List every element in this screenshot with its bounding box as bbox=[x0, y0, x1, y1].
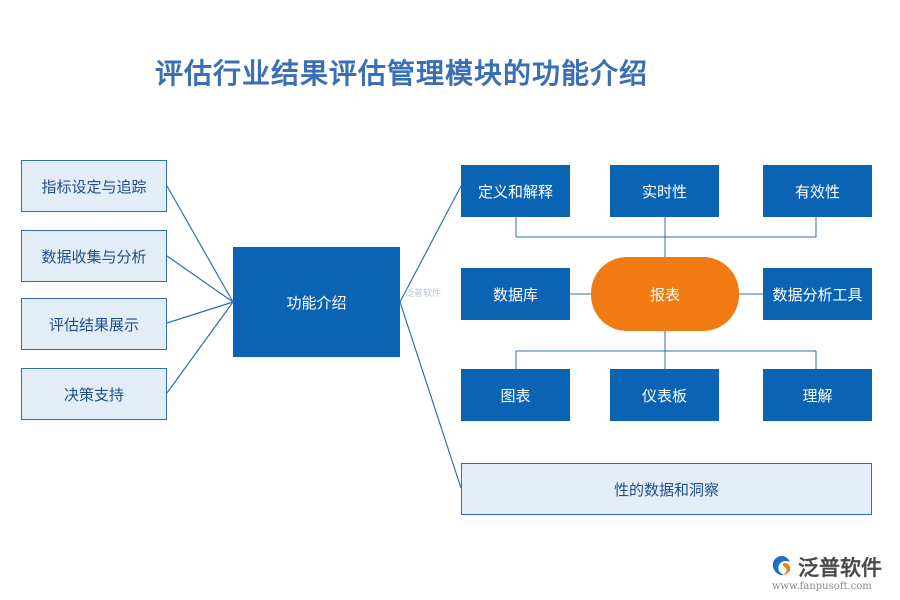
watermark-text: 泛普软件 bbox=[405, 289, 442, 299]
node-definition: 定义和解释 bbox=[461, 165, 570, 217]
node-result-display: 评估结果展示 bbox=[21, 298, 167, 350]
node-report: 报表 bbox=[591, 257, 739, 331]
node-chart: 图表 bbox=[461, 369, 570, 421]
logo-text: 泛普软件 bbox=[798, 556, 882, 580]
node-realtime: 实时性 bbox=[610, 165, 719, 217]
page-title: 评估行业结果评估管理模块的功能介绍 bbox=[155, 57, 649, 90]
node-center: 功能介绍 bbox=[233, 247, 400, 357]
node-data-insight: 性的数据和洞察 bbox=[461, 463, 872, 515]
logo-url: www.fanpusoft.com bbox=[772, 581, 872, 592]
node-data-collection: 数据收集与分析 bbox=[21, 230, 167, 282]
fanpu-logo-icon bbox=[772, 556, 791, 576]
node-database: 数据库 bbox=[461, 268, 570, 320]
brand-logo: 泛普软件 www.fanpusoft.com bbox=[770, 552, 892, 596]
node-analysis-tools: 数据分析工具 bbox=[763, 268, 872, 320]
node-indicator-setting: 指标设定与追踪 bbox=[21, 160, 167, 212]
node-dashboard: 仪表板 bbox=[610, 369, 719, 421]
node-validity: 有效性 bbox=[763, 165, 872, 217]
node-decision-support: 决策支持 bbox=[21, 368, 167, 420]
node-understanding: 理解 bbox=[763, 369, 872, 421]
